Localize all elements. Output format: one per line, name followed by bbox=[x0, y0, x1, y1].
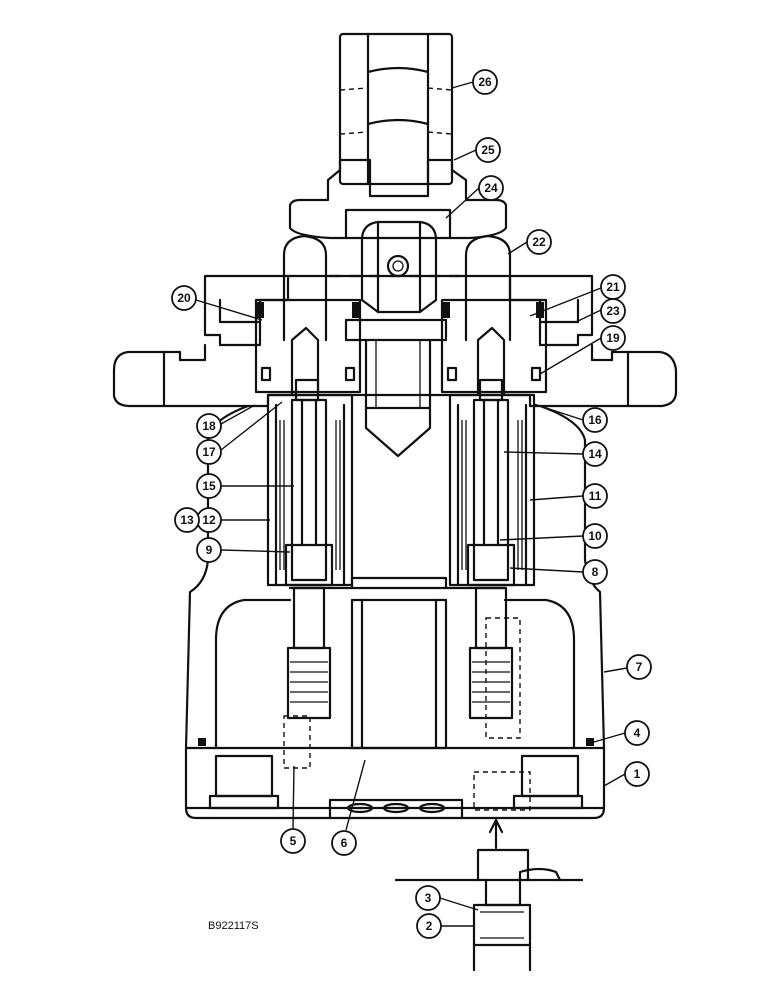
svg-text:9: 9 bbox=[206, 543, 213, 557]
callout-25: 25 bbox=[475, 137, 501, 163]
callout-11: 11 bbox=[582, 483, 608, 509]
callout-9: 9 bbox=[196, 537, 222, 563]
svg-text:19: 19 bbox=[606, 331, 620, 345]
callout-18: 18 bbox=[196, 413, 222, 439]
svg-text:11: 11 bbox=[589, 489, 602, 503]
figure-code: B922117S bbox=[208, 920, 259, 932]
callout-13: 13 bbox=[174, 507, 200, 533]
callout-20: 20 bbox=[171, 285, 197, 311]
callout-15: 15 bbox=[196, 473, 222, 499]
right-valve-assembly bbox=[440, 298, 548, 811]
central-shaft bbox=[344, 318, 448, 750]
bottom-body bbox=[184, 738, 606, 820]
svg-text:3: 3 bbox=[425, 891, 432, 905]
svg-text:2: 2 bbox=[426, 919, 433, 933]
callout-22: 22 bbox=[526, 229, 552, 255]
svg-text:24: 24 bbox=[484, 181, 498, 195]
svg-text:6: 6 bbox=[341, 836, 348, 850]
svg-text:8: 8 bbox=[592, 565, 599, 579]
svg-text:25: 25 bbox=[481, 143, 495, 157]
svg-text:16: 16 bbox=[588, 413, 602, 427]
callout-7: 7 bbox=[626, 654, 652, 680]
callout-26: 26 bbox=[472, 69, 498, 95]
svg-text:4: 4 bbox=[634, 726, 641, 740]
svg-text:23: 23 bbox=[606, 304, 620, 318]
svg-text:5: 5 bbox=[290, 834, 297, 848]
callout-10: 10 bbox=[582, 523, 608, 549]
callout-1: 1 bbox=[624, 761, 650, 787]
yoke bbox=[288, 158, 508, 314]
svg-text:20: 20 bbox=[177, 291, 191, 305]
leader-lines bbox=[195, 81, 628, 927]
callout-3: 3 bbox=[415, 885, 441, 911]
callout-5: 5 bbox=[280, 828, 306, 854]
housing bbox=[112, 343, 678, 750]
callout-19: 19 bbox=[600, 325, 626, 351]
svg-text:15: 15 bbox=[202, 479, 216, 493]
svg-text:21: 21 bbox=[606, 280, 620, 294]
svg-text:26: 26 bbox=[478, 75, 492, 89]
svg-text:18: 18 bbox=[202, 419, 216, 433]
callout-6: 6 bbox=[331, 830, 357, 856]
callout-14: 14 bbox=[582, 441, 608, 467]
callout-23: 23 bbox=[600, 298, 626, 324]
svg-text:7: 7 bbox=[636, 660, 643, 674]
callout-24: 24 bbox=[478, 175, 504, 201]
svg-text:1: 1 bbox=[634, 767, 641, 781]
callout-4: 4 bbox=[624, 720, 650, 746]
left-valve-assembly bbox=[254, 298, 362, 769]
svg-text:10: 10 bbox=[588, 529, 602, 543]
callouts: 1 2 3 4 5 6 7 8 9 10 11 12 13 14 15 16 1… bbox=[171, 69, 652, 939]
svg-text:17: 17 bbox=[202, 445, 216, 459]
callout-21: 21 bbox=[600, 274, 626, 300]
inset-detail bbox=[394, 818, 584, 972]
callout-17: 17 bbox=[196, 439, 222, 465]
callout-12: 12 bbox=[196, 507, 222, 533]
svg-text:12: 12 bbox=[202, 513, 216, 527]
callout-16: 16 bbox=[582, 407, 608, 433]
callout-8: 8 bbox=[582, 559, 608, 585]
svg-text:22: 22 bbox=[532, 235, 546, 249]
svg-text:13: 13 bbox=[180, 513, 194, 527]
callout-2: 2 bbox=[416, 913, 442, 939]
top-nut bbox=[338, 32, 454, 186]
svg-text:14: 14 bbox=[588, 447, 602, 461]
push-rods bbox=[282, 234, 512, 342]
